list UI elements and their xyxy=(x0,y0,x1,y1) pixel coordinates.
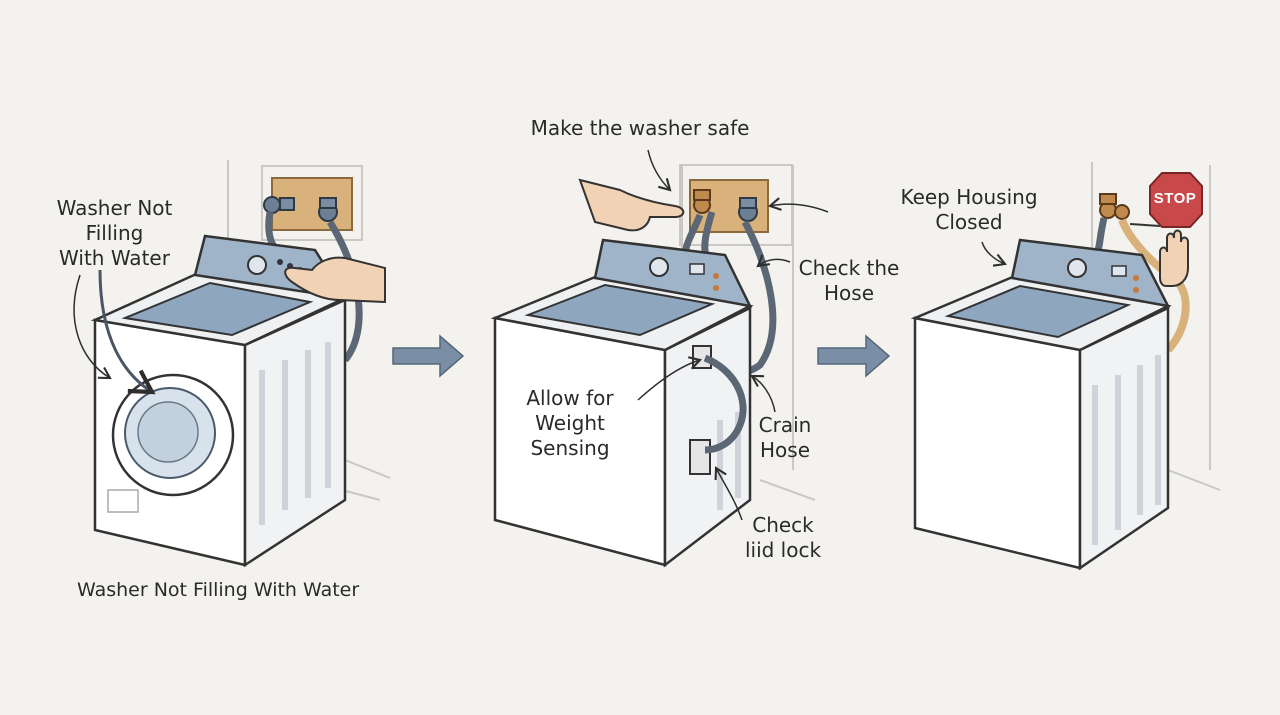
panel-1 xyxy=(73,160,391,568)
annotation-arrow xyxy=(756,254,791,268)
control-panel xyxy=(1010,238,1171,308)
flow-arrow-icon xyxy=(392,334,465,378)
keep-housing-label: Keep Housing Closed xyxy=(900,185,1038,234)
water-valve-icon xyxy=(693,189,711,214)
washer-body xyxy=(913,316,1082,570)
dial-knob-icon xyxy=(1067,258,1087,278)
annotation-arrow xyxy=(98,269,156,395)
make-safe-label: Make the washer safe xyxy=(530,116,750,140)
drain-hose xyxy=(703,354,747,454)
control-panel xyxy=(593,238,753,308)
check-hose-label: Check the Hose xyxy=(798,256,900,305)
water-hose xyxy=(1094,217,1108,252)
pressing-hand-icon xyxy=(284,256,386,304)
water-valve-icon xyxy=(1099,193,1117,219)
wall-line xyxy=(344,459,391,479)
annotation-arrow xyxy=(637,356,703,401)
lid-lock-label: Check liid lock xyxy=(744,513,822,562)
stop-sign-icon xyxy=(1149,172,1203,228)
annotation-arrow xyxy=(714,466,743,521)
water-valve-icon xyxy=(1114,204,1130,220)
panel1-label: Washer Not Filling With Water xyxy=(56,196,173,270)
dial-knob-icon xyxy=(247,255,267,275)
annotation-arrow xyxy=(647,149,672,192)
lid-glass xyxy=(944,284,1132,339)
stop-sign-text: STOP xyxy=(1153,190,1197,207)
lid-glass xyxy=(524,283,716,337)
dial-knob-icon xyxy=(649,257,669,277)
annotation-arrow xyxy=(73,274,112,380)
panel-3 xyxy=(910,162,1221,571)
panel-2 xyxy=(490,149,829,568)
water-valve-icon xyxy=(318,197,338,222)
lid-glass xyxy=(121,281,314,337)
panel1-caption: Washer Not Filling With Water xyxy=(77,579,360,601)
water-valve-icon xyxy=(263,196,295,214)
weight-sensing-label: Allow for Weight Sensing xyxy=(526,386,614,460)
stop-hand-icon xyxy=(1159,229,1189,287)
drain-hose-label: Crain Hose xyxy=(758,413,812,462)
flow-arrow-icon xyxy=(817,334,891,378)
water-valve-icon xyxy=(738,197,758,222)
annotation-arrow xyxy=(750,374,776,413)
pointing-hand-icon xyxy=(578,178,685,232)
annotation-arrow xyxy=(767,197,829,213)
hose-connector xyxy=(689,439,711,475)
annotation-arrow xyxy=(981,241,1007,267)
